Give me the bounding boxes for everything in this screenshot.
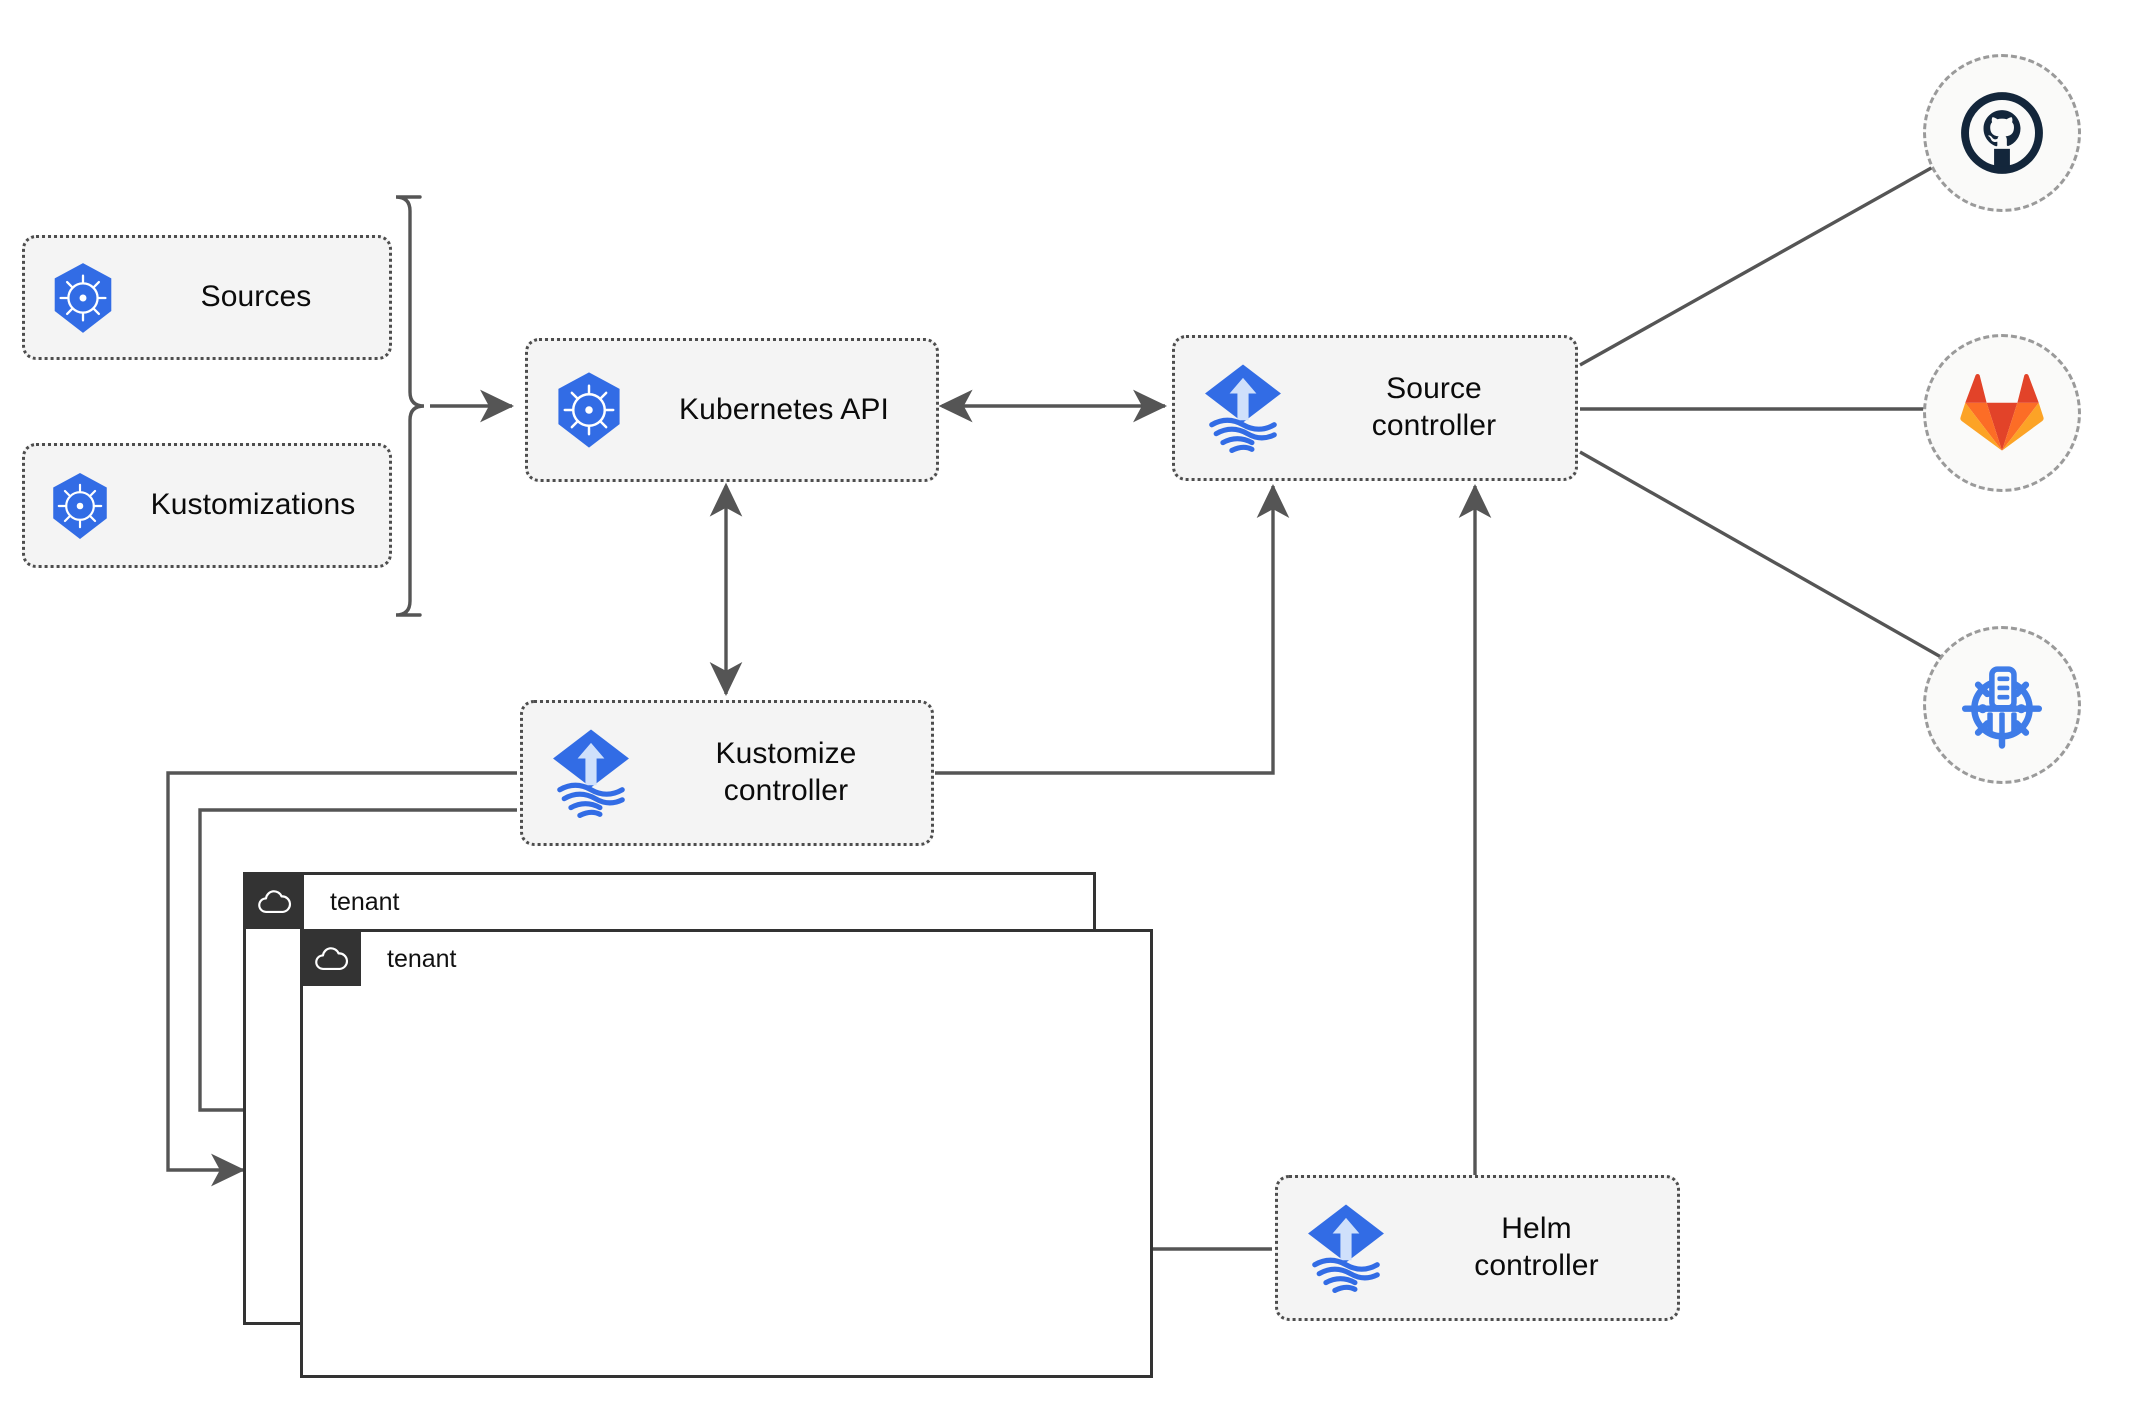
tenant-header: tenant [303, 932, 457, 986]
helm-repository-icon [1961, 666, 2043, 749]
node-label: Sources [200, 280, 312, 314]
tenant-label: tenant [387, 945, 457, 973]
tenant-header: tenant [246, 875, 400, 929]
provider-github[interactable] [1923, 54, 2081, 212]
cloud-icon [246, 875, 304, 929]
provider-gitlab[interactable] [1923, 334, 2081, 492]
node-label: Kustomizations [150, 488, 356, 522]
node-label: Helm controller [1474, 1212, 1599, 1282]
node-sources[interactable]: Sources [22, 235, 392, 360]
flux-icon [1278, 1200, 1414, 1296]
gitlab-icon [1960, 373, 2044, 451]
node-source-controller[interactable]: Source controller [1172, 335, 1578, 481]
tenant-label: tenant [330, 888, 400, 916]
provider-helm-repository[interactable] [1923, 626, 2081, 784]
flux-icon [1175, 360, 1311, 456]
cloud-icon [303, 932, 361, 986]
node-label: Kubernetes API [679, 392, 889, 426]
flux-icon [523, 725, 659, 821]
node-kubernetes-api[interactable]: Kubernetes API [525, 338, 939, 482]
node-helm-controller[interactable]: Helm controller [1275, 1175, 1680, 1321]
edge-source-controller-to-helm-repo [1579, 450, 2001, 692]
node-kustomizations[interactable]: Kustomizations [22, 443, 392, 568]
github-icon [1961, 92, 2043, 174]
tenant-panel-front[interactable]: tenant [300, 929, 1153, 1378]
node-label: Source controller [1371, 372, 1497, 442]
node-label: Kustomize controller [715, 737, 857, 807]
sources-group-brace [395, 195, 425, 617]
edge-kustomize-to-source-controller [935, 483, 1290, 775]
kubernetes-icon [25, 471, 135, 541]
node-kustomize-controller[interactable]: Kustomize controller [520, 700, 934, 846]
kubernetes-icon [25, 261, 141, 335]
kubernetes-icon [528, 370, 650, 450]
